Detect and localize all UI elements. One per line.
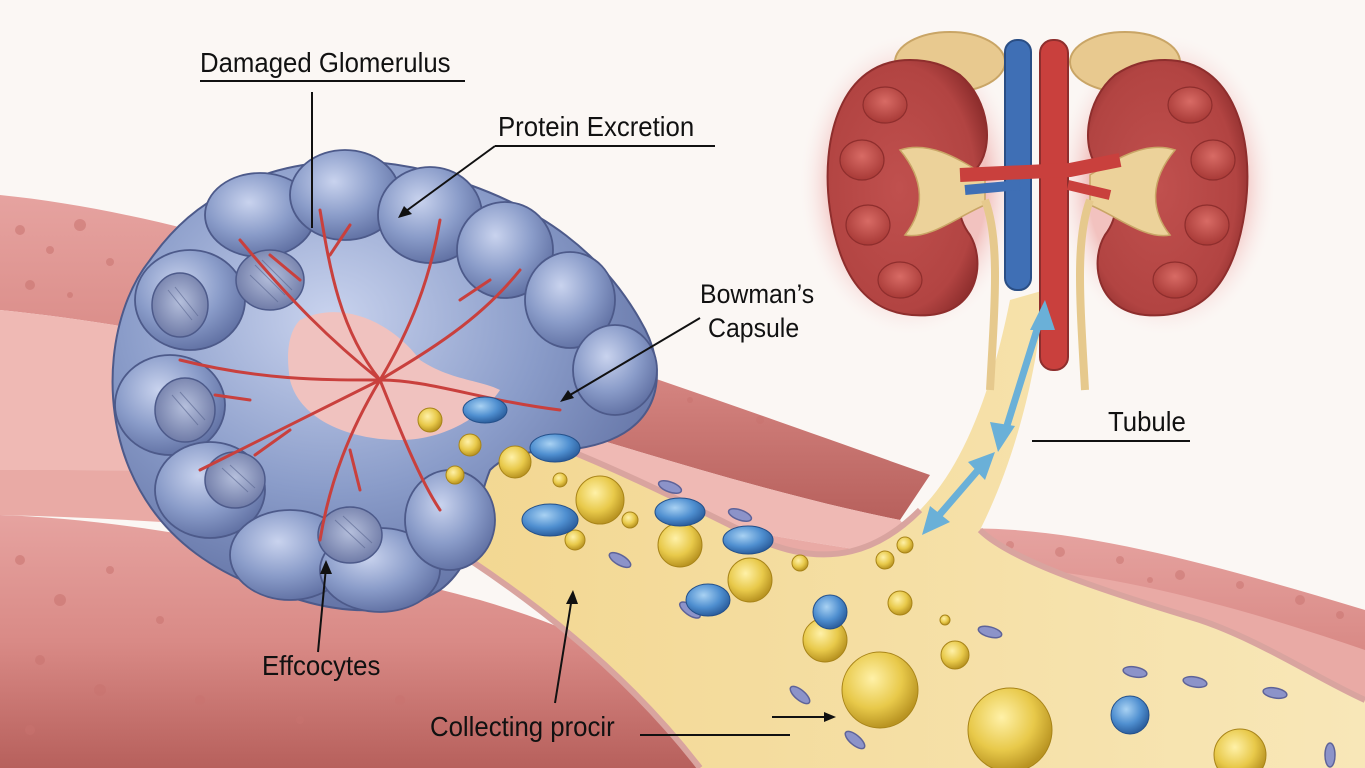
vessel-texture [15,219,764,739]
right-vessel-texture [1006,541,1344,619]
glomerular-capillaries [178,208,562,542]
label-tubule: Tubule [1108,406,1186,437]
double-headed-arrow-icon [922,300,1055,535]
label-damaged-glomerulus: Damaged Glomerulus [200,47,451,78]
leader-lines [200,80,1190,736]
label-collecting-procir: Collecting procir [430,711,615,742]
label-protein-excretion: Protein Excretion [498,111,695,142]
kidney-pair [800,31,1275,391]
label-bowmans-capsule-line2: Capsule [708,313,800,343]
yellow-proteins [417,407,1267,768]
glomerulus [111,149,658,613]
blue-proteins [462,396,1150,735]
label-bowmans-capsule-line1: Bowman’s [700,279,815,309]
wall-nuclei [608,480,1336,768]
label-effcocytes: Effcocytes [262,650,381,681]
